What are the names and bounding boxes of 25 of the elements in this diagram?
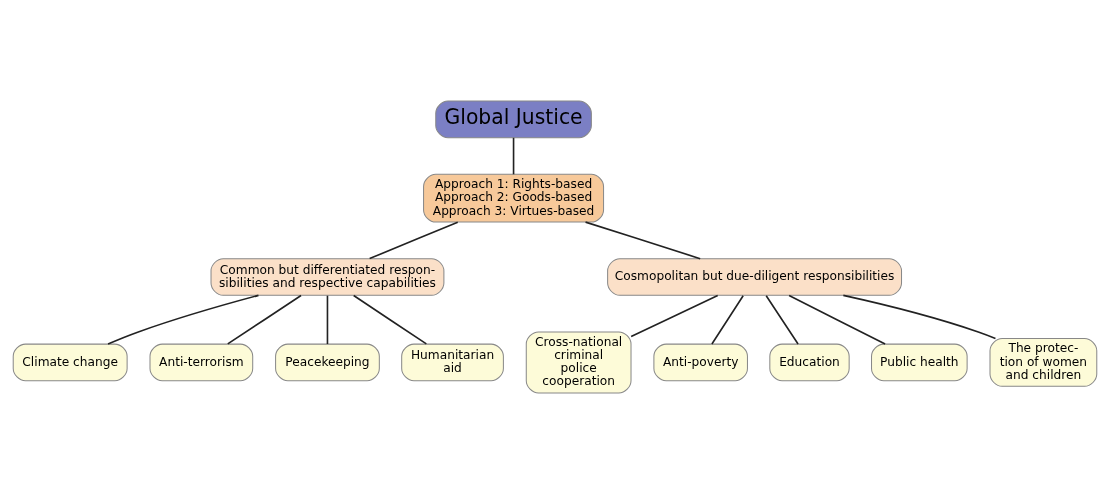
node-box: Public health <box>871 343 968 381</box>
node-box: Anti-terrorism <box>149 343 254 381</box>
connector <box>630 294 719 337</box>
node-box: Global Justice <box>435 100 592 138</box>
node-box: Peacekeeping <box>275 343 380 381</box>
connector <box>765 294 799 345</box>
connector <box>326 294 329 345</box>
node-box: Humanitarian aid <box>401 343 504 381</box>
node-box: Climate change <box>12 343 128 381</box>
node-box: Common but differentiated respon- sibilities and respective capabilities <box>210 257 445 296</box>
connector <box>368 220 459 259</box>
node-box: Education <box>769 343 850 381</box>
connector <box>584 220 701 259</box>
node-box: Approach 1: Rights-based Approach 2: Goods-based Approach 3: Virtues-based <box>423 173 605 223</box>
node-box: Cosmopolitan but due-diligent responsibilities <box>607 257 903 296</box>
connector <box>788 294 886 345</box>
connector <box>226 294 302 345</box>
node-box: Anti-poverty <box>653 343 748 381</box>
node-box: The protec- tion of women and children <box>989 337 1098 387</box>
connector <box>107 294 260 345</box>
connector <box>512 136 515 175</box>
connector <box>352 294 428 345</box>
connector <box>842 294 997 339</box>
connector <box>711 294 744 345</box>
node-box: Cross-national criminal police cooperation <box>525 330 632 393</box>
